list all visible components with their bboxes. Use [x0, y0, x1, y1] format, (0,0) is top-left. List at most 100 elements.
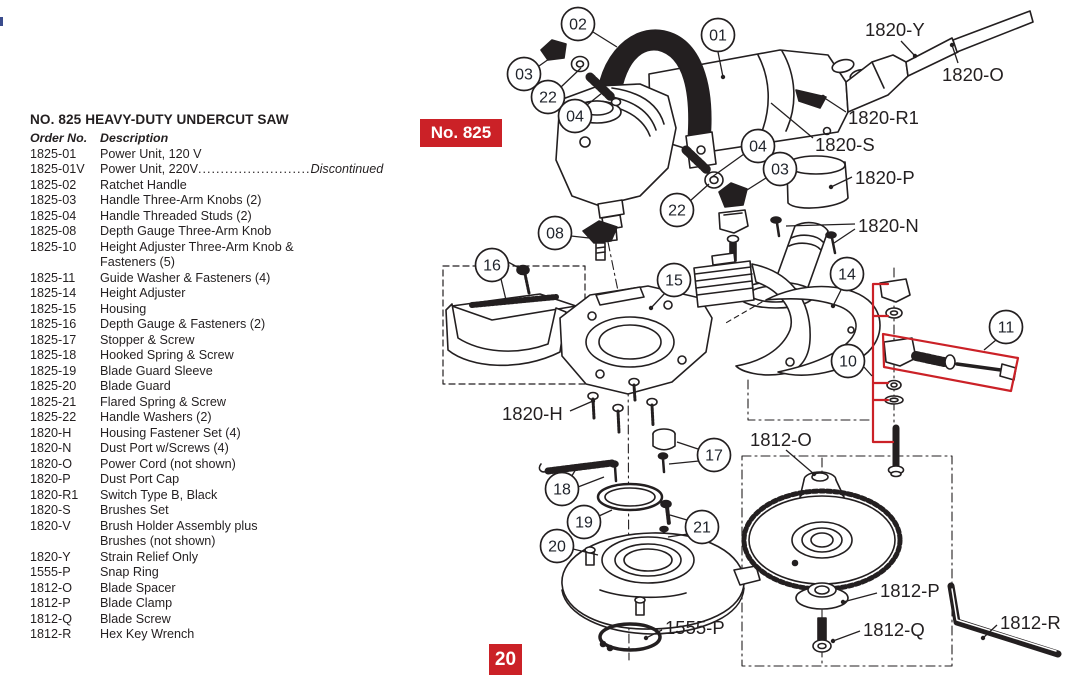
svg-text:03: 03 — [771, 162, 789, 179]
part-description: Blade Guard Sleeve — [100, 363, 213, 378]
parts-list-row: 1812-O Blade Spacer — [30, 581, 422, 597]
svg-text:11: 11 — [998, 320, 1015, 337]
parts-list-row: 1820-P Dust Port Cap — [30, 472, 422, 488]
part-order-no: 1825-08 — [30, 224, 77, 238]
part-description: Power Unit, 120 V — [100, 146, 202, 161]
callout-16: 16 — [474, 247, 510, 283]
callout-21: 21 — [684, 509, 720, 545]
scan-edge-artifact — [0, 17, 3, 26]
part-description: Power Cord (not shown) — [100, 456, 236, 471]
part-label-1820-h: 1820-H — [502, 403, 563, 424]
callout-08: 08 — [537, 215, 573, 251]
part-description: Dust Port Cap — [100, 472, 180, 486]
svg-text:20: 20 — [548, 539, 566, 556]
svg-text:01: 01 — [709, 28, 727, 45]
svg-text:19: 19 — [575, 515, 593, 532]
blade-guard-art — [561, 532, 761, 652]
callout-19: 19 — [566, 504, 602, 540]
part-description: Handle Washers (2) — [100, 410, 212, 424]
part-order-no: 1555-P — [30, 565, 71, 579]
part-label-1812-o: 1812-O — [750, 429, 812, 450]
part-order-no: 1820-S — [30, 503, 71, 517]
part-description: Strain Relief Only — [100, 549, 198, 564]
part-order-no: 1825-18 — [30, 348, 77, 362]
part-label-1820-o: 1820-O — [942, 64, 1004, 85]
red-highlight-marks — [871, 282, 1020, 444]
svg-text:17: 17 — [705, 448, 723, 465]
part-label-1812-q: 1812-Q — [863, 619, 925, 640]
part-description: Hex Key Wrench — [100, 627, 195, 641]
part-order-no: 1820-N — [30, 441, 72, 455]
callout-04: 04 — [740, 128, 776, 164]
part-order-no: 1825-02 — [30, 177, 77, 192]
part-description: Blade Guard — [100, 379, 171, 393]
part-order-no: 1820-P — [30, 472, 71, 486]
part-labels: 1820-Y1820-O1820-R11820-S1820-P1820-N182… — [502, 19, 1061, 640]
part-order-no: 1812-O — [30, 580, 73, 595]
power-unit-art — [555, 10, 1034, 242]
part-label-1820-n: 1820-N — [858, 215, 919, 236]
part-label-1820-r1: 1820-R1 — [848, 107, 919, 128]
callout-14: 14 — [829, 256, 865, 292]
model-number-badge: No. 825 — [420, 119, 502, 147]
svg-text:22: 22 — [539, 90, 557, 107]
part-label-1555-p: 1555-P — [665, 617, 725, 638]
discontinued-note: Discontinued — [310, 162, 384, 176]
part-description: Guide Washer & Fasteners (4) — [100, 270, 271, 285]
part-order-no: 1820-R1 — [30, 487, 79, 502]
leader-lines — [500, 31, 998, 644]
parts-list: NO. 825 HEAVY-DUTY UNDERCUT SAW Order No… — [30, 112, 422, 643]
part-description: Depth Gauge & Fasteners (2) — [100, 317, 266, 331]
callout-15: 15 — [656, 262, 692, 298]
column-order-no: Order No. — [30, 131, 88, 145]
part-description: Housing Fastener Set (4) — [100, 425, 241, 440]
part-label-1820-p: 1820-P — [855, 167, 915, 188]
part-order-no: 1825-17 — [30, 332, 77, 347]
part-order-no: 1820-V — [30, 518, 71, 533]
part-description: Blade Clamp — [100, 596, 173, 610]
part-label-1812-r: 1812-R — [1000, 612, 1061, 633]
part-description: Depth Gauge Three-Arm Knob — [100, 224, 272, 238]
svg-text:14: 14 — [838, 267, 856, 284]
part-order-no: 1825-22 — [30, 410, 77, 424]
part-order-no: 1825-14 — [30, 286, 77, 300]
part-label-1820-y: 1820-Y — [865, 19, 925, 40]
part-description: Blade Spacer — [100, 580, 176, 595]
svg-text:04: 04 — [749, 139, 767, 156]
svg-text:10: 10 — [839, 354, 857, 371]
svg-text:04: 04 — [566, 109, 584, 126]
callout-03: 03 — [506, 56, 542, 92]
part-order-no: 1825-20 — [30, 379, 77, 393]
blade-assembly-art — [741, 471, 1062, 658]
callout-17: 17 — [696, 437, 732, 473]
part-description: Dust Port w/Screws (4) — [100, 441, 229, 455]
part-order-no: 1825-21 — [30, 394, 77, 409]
part-order-no: 1825-19 — [30, 363, 77, 378]
adjuster-knob-chain-art — [879, 278, 1017, 478]
part-order-no: 1825-10 — [30, 239, 77, 254]
part-order-no: 1812-R — [30, 627, 72, 641]
svg-text:15: 15 — [665, 273, 683, 290]
parts-list-row: 1825-08 Depth Gauge Three-Arm Knob — [30, 224, 422, 240]
part-order-no: 1820-O — [30, 456, 73, 471]
housing-art — [559, 252, 811, 395]
callout-04: 04 — [557, 98, 593, 134]
